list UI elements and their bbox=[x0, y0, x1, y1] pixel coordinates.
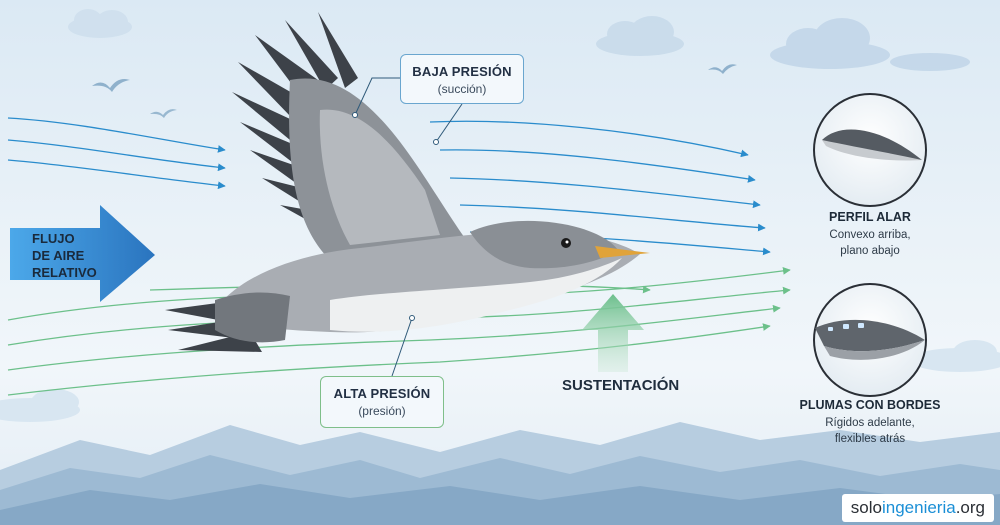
low-pressure-subtitle: (succión) bbox=[437, 82, 487, 96]
cloud bbox=[596, 16, 684, 56]
lift-label: SUSTENTACIÓN bbox=[562, 377, 680, 394]
brand-accent: ingenieria bbox=[881, 498, 956, 517]
cloud bbox=[770, 18, 970, 71]
flow-label-line1: FLUJO bbox=[32, 231, 75, 246]
feather-icon bbox=[815, 319, 925, 352]
cloud bbox=[68, 9, 132, 38]
seagull-silhouette bbox=[708, 64, 737, 74]
lift-arrow-icon bbox=[582, 294, 644, 372]
low-pressure-label: BAJA PRESIÓN (succión) bbox=[400, 54, 524, 104]
feather-detail bbox=[813, 283, 927, 397]
airfoil-caption-line2: plano abajo bbox=[840, 245, 900, 257]
brand-watermark[interactable]: soloingenieria.org bbox=[841, 494, 994, 522]
seagull-silhouette bbox=[92, 79, 130, 92]
low-pressure-title: BAJA PRESIÓN bbox=[412, 64, 512, 79]
flow-label-line3: RELATIVO bbox=[32, 265, 97, 280]
feather-caption: PLUMAS CON BORDES Rígidos adelante, flex… bbox=[790, 398, 950, 447]
flow-label: FLUJO DE AIRE RELATIVO bbox=[32, 230, 112, 281]
airfoil-caption-line1: Convexo arriba, bbox=[829, 229, 911, 241]
mountains bbox=[0, 422, 1000, 525]
high-pressure-title: ALTA PRESIÓN bbox=[333, 386, 431, 401]
brand-suffix: .org bbox=[955, 498, 985, 517]
bird-illustration bbox=[165, 12, 650, 352]
flow-label-line2: DE AIRE bbox=[32, 248, 85, 263]
cloud bbox=[0, 340, 1000, 422]
high-pressure-subtitle: (presión) bbox=[358, 404, 406, 418]
airfoil-caption-title: PERFIL ALAR bbox=[829, 210, 911, 224]
airfoil-detail bbox=[813, 93, 927, 207]
airfoil-caption: PERFIL ALAR Convexo arriba, plano abajo bbox=[790, 210, 950, 259]
feather-caption-line1: Rígidos adelante, bbox=[825, 417, 915, 429]
seagull-silhouette bbox=[150, 109, 177, 118]
leader-lines bbox=[352, 77, 463, 377]
airflow-arrow-icon bbox=[10, 205, 155, 302]
airfoil-icon bbox=[822, 129, 922, 160]
feather-caption-title: PLUMAS CON BORDES bbox=[799, 398, 941, 412]
brand-prefix: solo bbox=[850, 498, 882, 517]
feather-caption-line2: flexibles atrás bbox=[834, 433, 906, 445]
high-pressure-label: ALTA PRESIÓN (presión) bbox=[320, 376, 444, 428]
